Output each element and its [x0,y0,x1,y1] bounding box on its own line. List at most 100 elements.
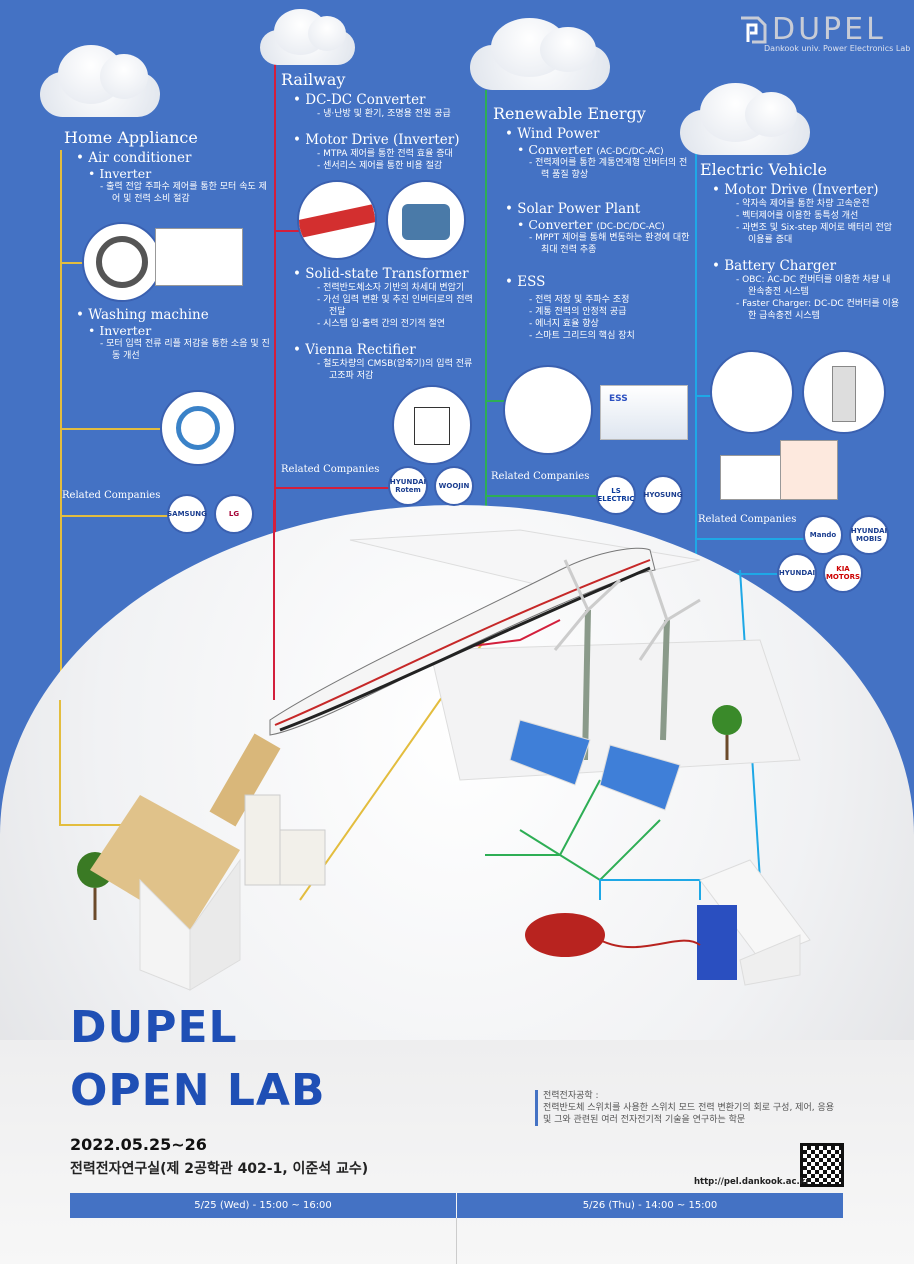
event-title-line1: DUPEL [70,1002,238,1053]
item-desc: 모터 입력 전류 리플 저감을 통한 소음 및 진동 개선 [78,338,274,362]
train-window-band [279,566,651,732]
ev-charger-image [802,350,886,434]
ev-connector-branch [695,395,713,397]
item-desc: 전력제어를 통한 계통연계형 인버터의 전력 품질 향상 [507,157,691,181]
washing-machine-model [279,829,326,886]
item-desc: 철도차량의 CMSB(압축기)의 입력 전류 고조파 저감 [295,358,481,382]
company-logo-hyundai-mobis: HYUNDAI MOBIS [849,515,889,555]
sub-label-note: (AC-DC/DC-AC) [596,147,664,157]
section-title: Electric Vehicle [700,160,827,179]
item-desc: 전력반도체소자 기반의 차세대 변압기 [295,282,481,294]
company-logo-ls-electric: LS ELECTRIC [596,475,636,515]
section-title: Renewable Energy [493,104,646,123]
air-conditioner-image [82,222,162,302]
brand-subtitle: Dankook univ. Power Electronics Lab [764,44,911,53]
cloud-decoration [40,45,160,117]
cloud-decoration [260,9,355,65]
item-desc: 냉·난방 및 환기, 조명용 전원 공급 [295,108,481,120]
item-desc: 가선 입력 변환 및 추진 인버터로의 전력전달 [295,294,481,318]
train-image [297,180,377,260]
item-desc: 센서리스 제어를 통한 비용 절감 [295,160,481,172]
item-label: Vienna Rectifier [293,342,481,358]
ev-control-diagram-image [780,440,838,500]
sub-label: Inverter [88,323,274,338]
item-label: Wind Power [505,126,691,142]
event-date: 2022.05.25~26 [70,1135,207,1154]
home-connector-line [60,150,62,825]
item-desc: 스마트 그리드의 핵심 장치 [507,330,691,342]
related-companies-label: Related Companies [698,514,797,525]
home-connector-branch [60,515,170,517]
company-logo-hyundai: HYUNDAI [777,553,817,593]
session-bar-day2: 5/26 (Thu) - 14:00 ~ 15:00 [457,1193,843,1218]
sub-label-text: Converter [528,217,593,232]
company-logo-kia: KIA MOTORS [823,553,863,593]
ev-car-model [525,913,605,957]
brand-logo: DUPEL [738,12,886,47]
company-logo-hyosung: HYOSUNG [643,475,683,515]
company-logo-hyundai-rotem: HYUNDAI Rotem [388,466,428,506]
item-label: DC-DC Converter [293,92,481,108]
train-model [269,547,656,736]
wind-turbine [582,609,591,761]
definition-box: 전력전자공학 : 전력반도체 스위치를 사용한 스위치 모드 전력 변환기의 회… [535,1090,845,1126]
item-label: Motor Drive (Inverter) [712,182,900,198]
qr-code[interactable] [800,1143,844,1187]
sub-label-text: Converter [528,142,593,157]
event-title-line2: OPEN LAB [70,1065,326,1116]
company-logo-samsung: SAMSUNG [167,494,207,534]
renewable-connector-branch [485,400,505,402]
renewable-wire-2 [519,819,661,882]
sub-label: Converter (DC-DC/DC-AC) [517,217,691,232]
event-location: 전력전자연구실(제 2공학관 402-1, 이준석 교수) [70,1161,369,1177]
item-desc: 에너지 효율 향상 [507,318,691,330]
motor-image [386,180,466,260]
wind-converter-image [503,365,593,455]
divider [456,1218,457,1264]
item-desc: 시스템 입·출력 간의 전기적 절연 [295,318,481,330]
home-appliance-section: Home Appliance Air conditioner Inverter … [64,128,274,362]
house-roof [90,795,240,930]
solar-panel [599,744,681,811]
section-title: Railway [281,70,346,89]
item-label: Solar Power Plant [505,201,691,217]
item-desc: MPPT 제어를 통해 변동하는 환경에 대한 최대 전력 추종 [507,232,691,256]
item-label: ESS [505,274,691,290]
item-desc: 계통 전력의 안정적 공급 [507,306,691,318]
charging-cable [599,939,701,949]
railway-section: Railway DC-DC Converter 냉·난방 및 환기, 조명용 전… [281,70,481,382]
cloud-decoration [470,18,610,90]
item-label: Solid-state Transformer [293,266,481,282]
company-logo-lg: LG [214,494,254,534]
item-desc: Faster Charger: DC-DC 컨버터를 이용한 급속충전 시스템 [714,298,900,322]
home-connector-branch [60,262,84,264]
railway-connector-line [274,60,276,700]
item-label: Battery Charger [712,258,900,274]
item-desc: 약자속 제어를 통한 차량 고속운전 [714,198,900,210]
renewable-connector-branch [485,495,600,497]
sub-label-note: (DC-DC/DC-AC) [596,222,665,232]
related-companies-label: Related Companies [281,464,380,475]
sub-label: Inverter [88,166,274,181]
company-logo-woojin: WOOJIN [434,466,474,506]
solar-panel [509,719,591,786]
item-label: Washing machine [76,307,274,323]
ev-chassis-image [710,350,794,434]
item-desc: 과변조 및 Six-step 제어로 배터리 전압 이용률 증대 [714,222,900,246]
related-companies-label: Related Companies [491,471,590,482]
dupel-logo-icon [741,16,767,43]
related-companies-label: Related Companies [62,490,161,501]
rail-track [209,733,281,827]
renewable-connector-line [485,90,487,855]
home-connector-branch [60,428,160,430]
tree [712,705,742,735]
air-conditioner-model [244,794,281,886]
brand-name: DUPEL [772,12,886,47]
definition-text: 전력반도체 스위치를 사용한 스위치 모드 전력 변환기의 회로 구성, 제어,… [543,1103,835,1125]
house-right [699,859,811,961]
lab-url[interactable]: http://pel.dankook.ac.kr [694,1177,810,1187]
vienna-rectifier-circuit-image [392,385,472,465]
railway-connector-branch [274,230,302,232]
ev-connector-branch [695,538,805,540]
